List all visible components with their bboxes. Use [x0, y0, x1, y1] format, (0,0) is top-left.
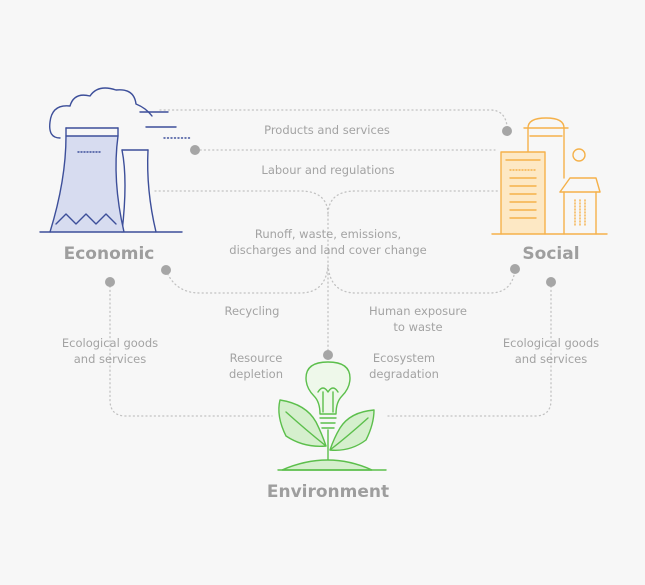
city-buildings-icon: [491, 117, 608, 235]
connectors: [109, 109, 552, 417]
eco-goods-right-line-2: and services: [514, 352, 588, 366]
label-eco-goods-right: Ecological goods and services: [503, 335, 599, 367]
label-ecosystem-degradation: Ecosystem degradation: [369, 350, 439, 382]
node-eco-right: [546, 277, 556, 287]
human-exposure-line-1: Human exposure: [369, 304, 467, 318]
connector-eco-left: [109, 281, 273, 417]
lightbulb-plant-icon: [277, 361, 387, 471]
resource-line-1: Resource: [229, 351, 283, 365]
eco-goods-left-line-1: Ecological goods: [61, 336, 159, 350]
economic-title: Economic: [63, 244, 155, 264]
node-labour-economic: [190, 145, 200, 155]
human-exposure-line-2: to waste: [393, 320, 443, 334]
ecosystem-line-2: degradation: [369, 367, 439, 381]
products-services-text: Products and services: [264, 123, 390, 137]
environment-title: Environment: [266, 482, 390, 502]
node-recycling-economic: [161, 265, 171, 275]
runoff-line-1: Runoff, waste, emissions,: [254, 227, 402, 241]
label-labour-regulations: Labour and regulations: [261, 162, 394, 178]
eco-goods-right-line-1: Ecological goods: [502, 336, 600, 350]
eco-goods-left-line-2: and services: [73, 352, 147, 366]
runoff-line-2: discharges and land cover change: [229, 243, 427, 257]
label-human-exposure: Human exposure to waste: [369, 303, 467, 335]
label-resource-depletion: Resource depletion: [229, 350, 283, 382]
resource-line-2: depletion: [229, 367, 283, 381]
label-recycling: Recycling: [225, 303, 280, 319]
power-plant-icon: [39, 87, 191, 233]
node-eco-left: [105, 277, 115, 287]
node-environment-center: [323, 350, 333, 360]
connector-recycling: [165, 264, 329, 294]
labour-regulations-text: Labour and regulations: [261, 163, 395, 177]
ecosystem-line-1: Ecosystem: [372, 351, 436, 365]
connector-exposure: [327, 264, 516, 294]
node-exposure-social: [510, 264, 520, 274]
connector-eco-right: [384, 281, 552, 417]
label-runoff: Runoff, waste, emissions, discharges and…: [229, 226, 426, 258]
recycling-text: Recycling: [224, 304, 280, 318]
label-eco-goods-left: Ecological goods and services: [62, 335, 158, 367]
social-title: Social: [522, 244, 580, 264]
node-products-social: [502, 126, 512, 136]
connector-runoff: [154, 190, 501, 216]
label-products-services: Products and services: [264, 122, 390, 138]
connector-nodes: [105, 126, 556, 360]
connector-products: [159, 109, 508, 127]
